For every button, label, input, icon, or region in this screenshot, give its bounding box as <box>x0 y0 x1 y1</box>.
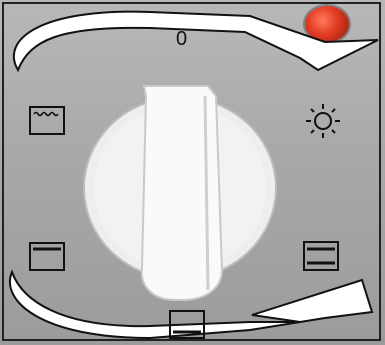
rotation-arrow-top <box>14 12 378 70</box>
top-heat-icon <box>304 242 338 270</box>
top-bottom-heat-icon <box>30 243 64 270</box>
selector-knob[interactable] <box>84 86 276 300</box>
oven-light-icon <box>306 104 340 138</box>
grill-icon <box>30 107 64 134</box>
